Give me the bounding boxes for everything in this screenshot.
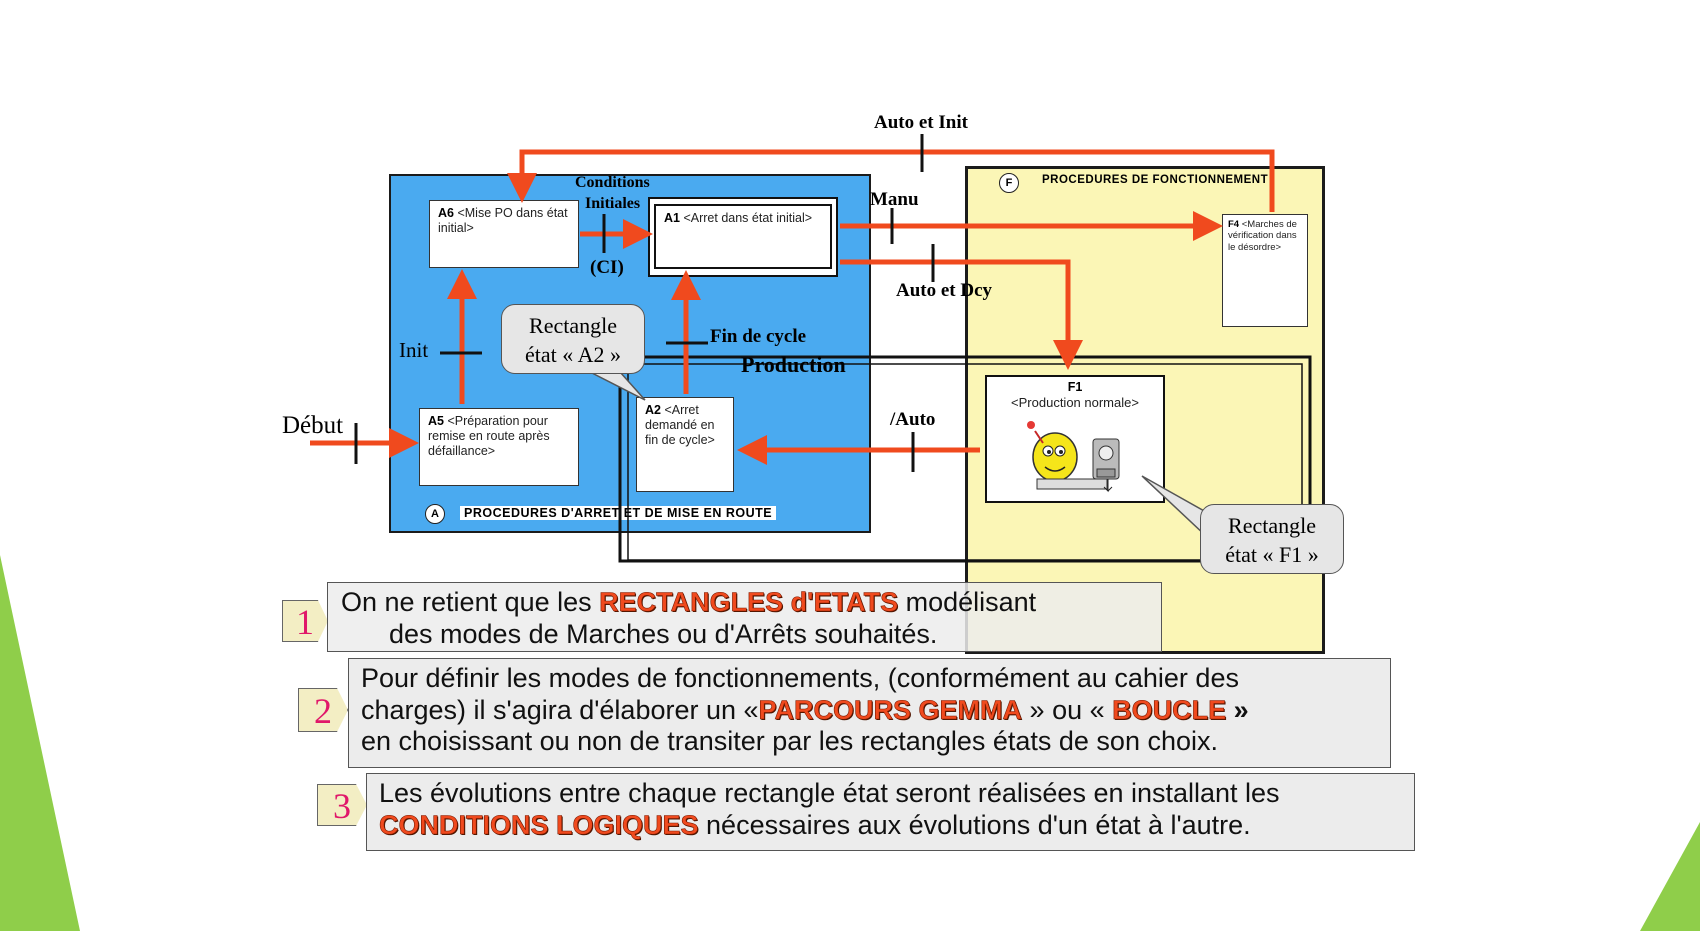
note-3-line2: CONDITIONS LOGIQUES nécessaires aux évol…	[379, 809, 1414, 842]
state-a5-desc: <Préparation pour remise en route après …	[428, 414, 550, 458]
note-1: On ne retient que les RECTANGLES d'ETATS…	[327, 582, 1162, 652]
note-3: Les évolutions entre chaque rectangle ét…	[366, 773, 1415, 851]
state-a2-id: A2	[645, 403, 661, 417]
note-1-line2: des modes de Marches ou d'Arrêts souhait…	[389, 618, 938, 649]
state-f1-desc: <Production normale>	[1011, 395, 1139, 410]
state-a1: A1 <Arret dans état initial>	[654, 204, 832, 269]
note-1-after: modélisant	[898, 587, 1037, 617]
note-1-number-text: 1	[296, 602, 314, 642]
zone-a-letter: A	[425, 504, 445, 524]
production-outline-outer	[618, 355, 1312, 563]
note-3-line2-after: nécessaires aux évolutions d'un état à l…	[698, 809, 1251, 840]
label-auto-et-init: Auto et Init	[874, 112, 968, 133]
state-f1: F1 <Production normale>	[985, 375, 1165, 503]
note-3-line1: Les évolutions entre chaque rectangle ét…	[379, 778, 1280, 808]
green-corner-left	[0, 555, 80, 931]
callout-a2-pointer	[589, 371, 646, 401]
zone-f-letter: F	[999, 173, 1019, 193]
zone-a-title: PROCEDURES D'ARRET ET DE MISE EN ROUTE	[460, 506, 777, 520]
state-f4-desc: <Marches de vérification dans le désordr…	[1228, 219, 1297, 253]
label-debut: Début	[282, 412, 344, 439]
callout-f1-line2: état « F1 »	[1225, 541, 1319, 567]
state-f4-id: F4	[1228, 219, 1240, 230]
state-a6: A6 <Mise PO dans état initial>	[429, 200, 579, 268]
state-f1-id: F1	[1067, 380, 1083, 394]
note-2-highlight-parcours: PARCOURS GEMMA	[758, 694, 1023, 725]
note-1-before: On ne retient que les	[341, 587, 600, 617]
note-3-number: 3	[317, 784, 367, 826]
production-outline-inner	[627, 363, 1303, 561]
state-a6-id: A6	[438, 206, 454, 220]
state-a5: A5 <Préparation pour remise en route apr…	[419, 408, 579, 486]
callout-a2-line2: état « A2 »	[525, 341, 621, 367]
note-2-line3: en choisissant ou non de transiter par l…	[361, 726, 1218, 757]
label-fin-de-cycle: Fin de cycle	[710, 326, 807, 347]
note-2-line2-before: charges) il s'agira d'élaborer un «	[361, 694, 759, 725]
green-corner-right	[1640, 822, 1700, 931]
callout-f1-pointer	[1141, 475, 1207, 538]
callout-f1-line1: Rectangle	[1228, 513, 1316, 538]
note-2-number: 2	[298, 688, 348, 732]
note-1-line1: On ne retient que les RECTANGLES d'ETATS…	[341, 587, 1161, 619]
state-a6-desc: <Mise PO dans état initial>	[438, 206, 568, 235]
note-2-highlight-boucle: BOUCLE	[1112, 694, 1227, 725]
note-2-number-text: 2	[314, 691, 332, 731]
callout-f1: Rectangle état « F1 »	[1200, 504, 1344, 574]
state-a2: A2 <Arret demandé en fin de cycle>	[636, 397, 734, 492]
note-2-line2: charges) il s'agira d'élaborer un «PARCO…	[361, 694, 1390, 727]
note-1-number: 1	[282, 600, 328, 642]
callout-a2: Rectangle état « A2 »	[501, 304, 645, 374]
production-worker-icon	[1027, 421, 1120, 493]
arrow-a1-to-f1	[840, 259, 1083, 370]
state-a2-desc: <Arret demandé en fin de cycle>	[645, 403, 715, 447]
label-auto-et-dcy: Auto et Dcy	[896, 280, 993, 301]
arrow-f4-to-a6	[507, 149, 1275, 212]
zone-f-title: PROCEDURES DE FONCTIONNEMENT	[1042, 174, 1269, 186]
label-production: Production	[741, 352, 846, 377]
callout-a2-line1: Rectangle	[529, 313, 617, 338]
state-a5-id: A5	[428, 414, 444, 428]
label-conditions: Conditions	[575, 174, 650, 191]
note-3-number-text: 3	[333, 786, 351, 826]
label-initiales: Initiales	[585, 195, 641, 212]
note-1-highlight: RECTANGLES d'ETATS	[599, 587, 899, 618]
label-manu: Manu	[870, 189, 919, 210]
state-a1-desc: <Arret dans état initial>	[683, 211, 813, 225]
label-init: Init	[399, 338, 429, 362]
label-slash-auto: /Auto	[890, 409, 936, 430]
note-2-line2-after: »	[1226, 694, 1249, 725]
state-a1-id: A1	[664, 211, 680, 225]
note-2-line1: Pour définir les modes de fonctionnement…	[361, 663, 1239, 693]
note-2-line2-mid: » ou «	[1022, 694, 1113, 725]
note-3-highlight: CONDITIONS LOGIQUES	[379, 809, 699, 840]
state-f4: F4 <Marches de vérification dans le déso…	[1222, 214, 1308, 327]
note-2: Pour définir les modes de fonctionnement…	[348, 658, 1391, 768]
label-ci: (CI)	[590, 257, 624, 278]
